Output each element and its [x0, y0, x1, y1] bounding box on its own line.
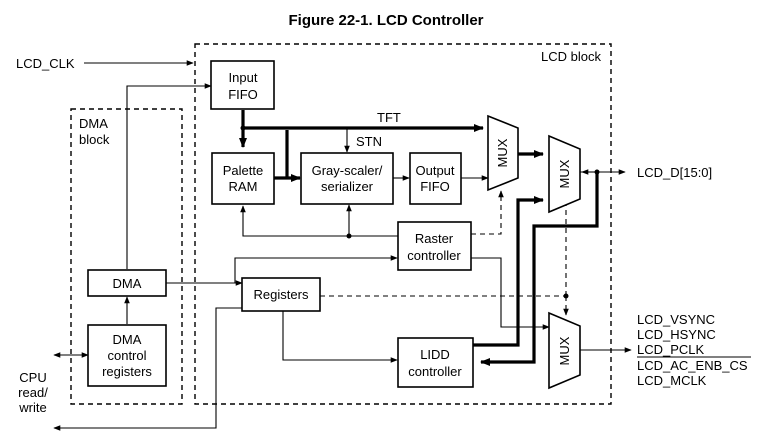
figure-title: Figure 22-1. LCD Controller — [288, 12, 483, 29]
junction-dot — [240, 125, 246, 131]
registers-to-cpu-line — [53, 307, 242, 431]
raster-feedback-to-palette — [240, 205, 398, 237]
lcd-block-region — [194, 43, 612, 405]
output-signal-ac-enb-cs: LCD_AC_ENB_CS — [637, 358, 748, 373]
registers-to-raster-line — [234, 255, 398, 283]
mux-1-label: MUX — [495, 138, 510, 167]
palette-ram-block: Palette RAM — [211, 152, 275, 205]
raster-controller-label-line1: Raster — [415, 231, 454, 246]
raster-controller-block: Raster controller — [397, 221, 472, 271]
dma-control-label-line3: registers — [102, 364, 152, 379]
raster-controller-label-line2: controller — [407, 248, 461, 263]
cpu-label-line1: CPU — [19, 370, 46, 385]
palette-ram-label-line1: Palette — [223, 163, 263, 178]
dma-to-input-fifo-line — [126, 83, 212, 269]
registers-to-lidd-line — [282, 311, 398, 363]
lcd-block-label: LCD block — [541, 49, 601, 64]
lidd-controller-label-line2: controller — [408, 364, 462, 379]
mux-3: MUX — [548, 311, 581, 390]
mux-3-label: MUX — [557, 336, 572, 365]
output-signal-pclk: LCD_PCLK — [637, 342, 705, 357]
input-fifo-label-line1: Input — [229, 70, 258, 85]
lidd-to-mux2-line — [473, 196, 544, 347]
junction-dot — [594, 169, 600, 175]
lcd-clk-label: LCD_CLK — [16, 56, 75, 71]
cpu-label-line2: read/ — [18, 385, 48, 400]
lidd-controller-block: LIDD controller — [397, 337, 474, 388]
mux-1: MUX — [487, 114, 519, 192]
junction-dot — [563, 293, 569, 299]
lidd-controller-label-line1: LIDD — [420, 347, 450, 362]
dma-control-label-line1: DMA — [113, 332, 142, 347]
mux-2-label: MUX — [557, 159, 572, 188]
cpu-label-line3: write — [18, 400, 46, 415]
stn-label: STN — [356, 134, 382, 149]
dma-control-registers-block: DMA control registers — [87, 324, 167, 387]
dma-control-label-line2: control — [107, 348, 146, 363]
mux-2: MUX — [548, 134, 581, 214]
raster-to-mux3-line — [471, 257, 550, 330]
output-signal-hsync: LCD_HSYNC — [637, 327, 716, 342]
palette-ram-label-line2: RAM — [229, 179, 258, 194]
output-signal-vsync: LCD_VSYNC — [637, 312, 715, 327]
gray-scaler-block: Gray-scaler/ serializer — [300, 152, 394, 205]
gray-scaler-label-line1: Gray-scaler/ — [312, 163, 383, 178]
input-fifo-label-line2: FIFO — [228, 87, 258, 102]
dma-label: DMA — [113, 276, 142, 291]
junction-dot — [346, 233, 352, 239]
raster-to-mux1-select-line — [471, 190, 504, 235]
lcd-data-label: LCD_D[15:0] — [637, 165, 712, 180]
tft-label: TFT — [377, 110, 401, 125]
dma-block-label-line1: DMA — [79, 116, 108, 131]
data-bus-to-lidd-line — [480, 172, 599, 366]
registers-block: Registers — [241, 277, 321, 312]
output-fifo-label-line1: Output — [415, 163, 454, 178]
dma-block-label-line2: block — [79, 132, 110, 147]
gray-scaler-label-line2: serializer — [321, 179, 374, 194]
output-signal-mclk: LCD_MCLK — [637, 373, 707, 388]
dma-block: DMA — [87, 269, 167, 297]
registers-label: Registers — [254, 287, 309, 302]
output-fifo-block: Output FIFO — [409, 152, 462, 205]
input-fifo-block: Input FIFO — [210, 60, 275, 110]
output-fifo-label-line2: FIFO — [420, 179, 450, 194]
